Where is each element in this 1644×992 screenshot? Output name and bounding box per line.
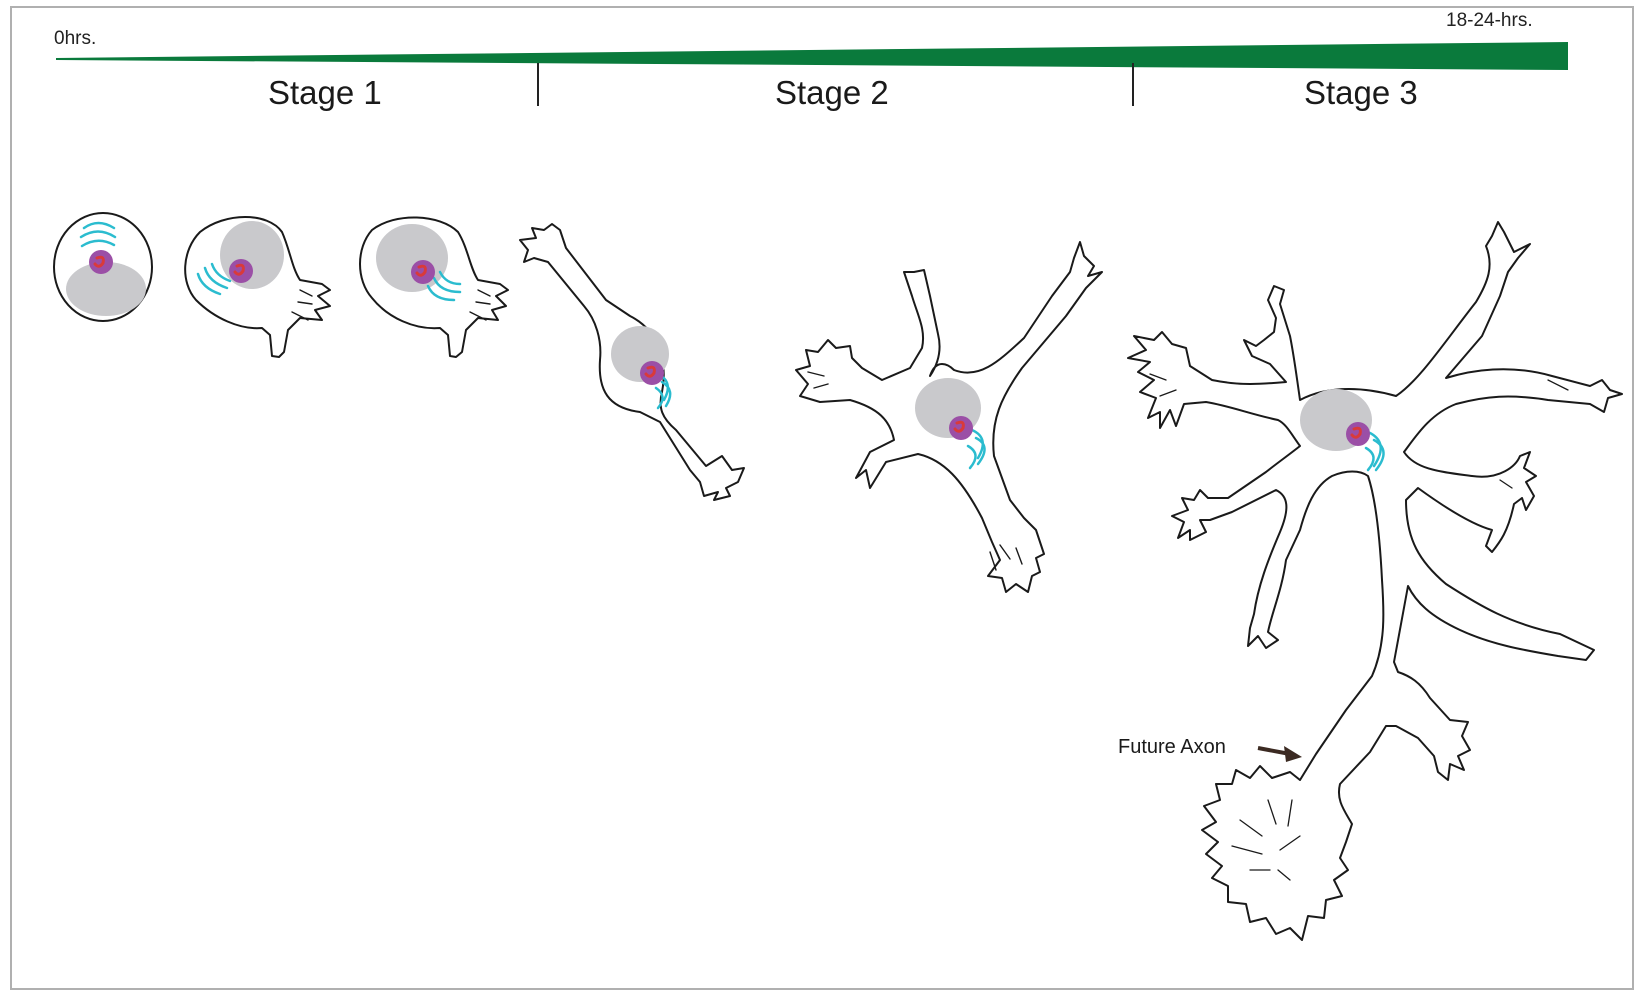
timeline-end-label: 18-24-hrs.: [1446, 10, 1533, 32]
timeline-start-label: 0hrs.: [54, 28, 96, 50]
centrosome-shape: [229, 259, 253, 283]
stage-1-label: Stage 1: [268, 74, 382, 112]
stage2-cell-bipolar: [520, 224, 744, 500]
soma-shape: [1128, 222, 1622, 940]
stage2-cell-multipolar: [796, 242, 1102, 592]
centrosome-shape: [949, 416, 973, 440]
stage-2-label: Stage 2: [775, 74, 889, 112]
stage3-neuron: [1128, 222, 1622, 940]
stage1-cell-round: [54, 213, 152, 321]
stage1-cell-lamella-1: [185, 217, 330, 357]
centrosome-shape: [1346, 422, 1370, 446]
stage1-cell-lamella-2: [360, 217, 508, 357]
nucleus-shape: [220, 221, 284, 289]
centrosome-shape: [89, 250, 113, 274]
future-axon-arrow: [1258, 746, 1302, 762]
centrosome-shape: [411, 260, 435, 284]
centrosome-shape: [640, 361, 664, 385]
future-axon-label: Future Axon: [1118, 736, 1226, 759]
stage-3-label: Stage 3: [1304, 74, 1418, 112]
timeline-bar: [56, 42, 1568, 70]
